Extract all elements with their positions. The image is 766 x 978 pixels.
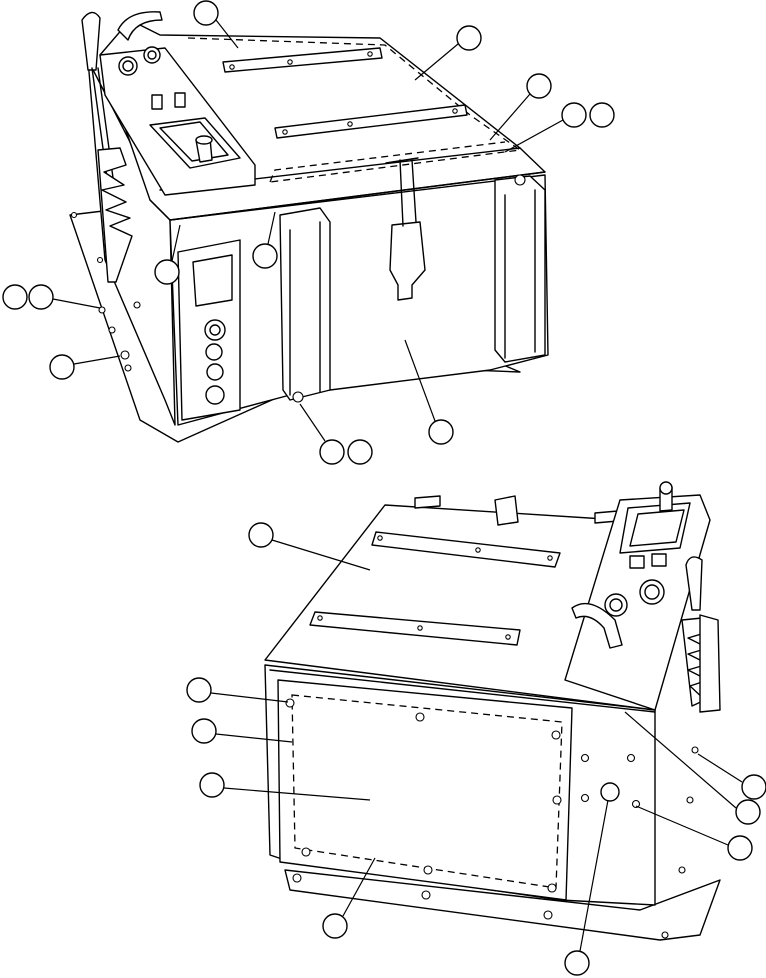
lower-callouts xyxy=(186,522,766,976)
lower-lid-strap-1 xyxy=(371,531,561,568)
upper-right-channel xyxy=(494,175,546,363)
upper-front-latch xyxy=(389,221,426,301)
lower-base-plate xyxy=(284,869,721,941)
upper-assembly-view xyxy=(2,0,615,465)
lower-assembly-view xyxy=(186,481,766,976)
upper-front-face xyxy=(169,174,549,426)
lower-lid-strap-2 xyxy=(309,611,521,646)
lower-lever-handle xyxy=(685,556,703,611)
upper-lid-strap-1 xyxy=(222,47,383,73)
upper-callouts xyxy=(2,0,615,465)
lower-access-panel xyxy=(277,679,573,901)
upper-lever-handle xyxy=(81,11,101,71)
upper-lid-strap-2 xyxy=(274,104,468,139)
lower-drain-plug xyxy=(600,782,620,802)
upper-front-channel xyxy=(279,207,331,401)
upper-lever-bellows xyxy=(97,147,133,283)
